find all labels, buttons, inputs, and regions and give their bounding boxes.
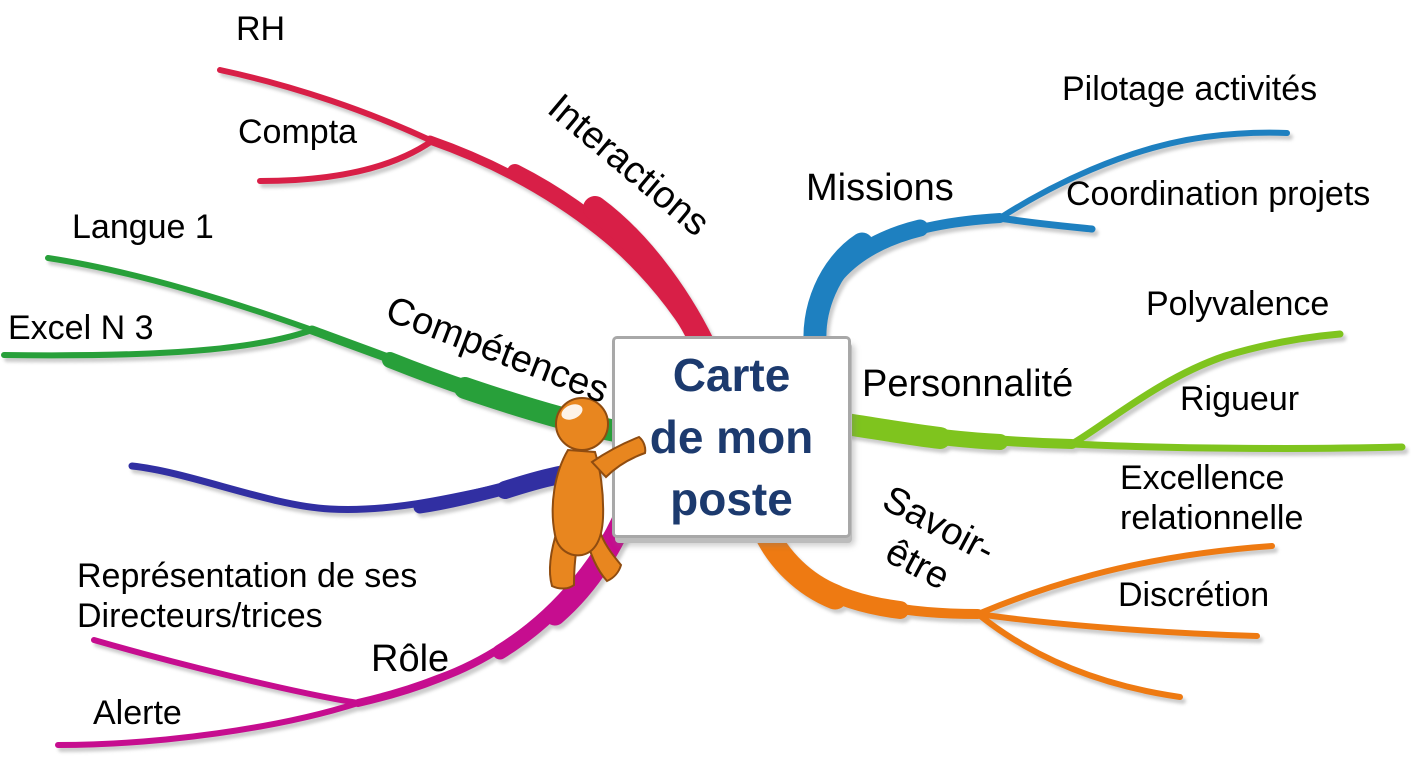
alerte-label: Alerte <box>93 694 182 732</box>
savoir-etre-branch-root <box>751 515 848 610</box>
role-label: Rôle <box>371 638 450 680</box>
rh-label: RH <box>236 10 286 48</box>
rigueur-subbranch <box>1068 440 1406 452</box>
coordination-subbranch <box>996 214 1096 233</box>
unlabeled-left-branch-root <box>496 461 601 499</box>
unlabeled-left-branch <box>128 461 601 514</box>
representation-subbranch <box>91 637 361 706</box>
missions-label: Missions <box>806 167 954 209</box>
pilotage-subbranch <box>997 129 1290 221</box>
center-title-line-2: de mon <box>649 411 814 463</box>
compta-subbranch <box>257 138 435 184</box>
langue-label: Langue 1 <box>72 208 214 246</box>
discretion-label: Discrétion <box>1118 576 1270 614</box>
center-topic-box: Carte de mon poste <box>612 336 851 538</box>
excellence-label: Excellence relationnelle <box>1120 458 1303 538</box>
excellence-label-line-2: relationnelle <box>1120 499 1304 538</box>
representation-label-line-1: Représentation de ses <box>77 557 418 595</box>
compta-label: Compta <box>238 113 358 151</box>
representation-label: Représentation de ses Directeurs/trices <box>77 556 417 636</box>
excel-label: Excel N 3 <box>8 309 154 347</box>
personnalite-branch <box>835 330 1406 452</box>
missions-branch <box>803 129 1290 364</box>
excellence-label-line-1: Excellence <box>1120 459 1285 497</box>
pilotage-label: Pilotage activités <box>1062 70 1318 108</box>
representation-label-line-2: Directeurs/trices <box>77 597 323 636</box>
langue-subbranch <box>45 255 315 333</box>
coordination-label: Coordination projets <box>1066 175 1371 213</box>
personnalite-branch-root <box>835 413 951 449</box>
unlabeled-lower-subbranch <box>975 611 1183 700</box>
polyvalence-subbranch <box>1068 330 1344 448</box>
rigueur-label: Rigueur <box>1180 380 1300 418</box>
role-branch-mid <box>492 490 636 660</box>
polyvalence-label: Polyvalence <box>1146 285 1330 323</box>
center-title-line-1: Carte <box>672 349 791 401</box>
personnalite-label: Personnalité <box>862 363 1074 405</box>
center-title-line-3: poste <box>670 473 793 525</box>
discretion-subbranch <box>975 611 1260 639</box>
alerte-subbranch <box>55 700 361 748</box>
rh-subbranch <box>217 67 435 144</box>
excel-subbranch <box>1 327 315 359</box>
excellence-subbranch <box>975 543 1275 617</box>
